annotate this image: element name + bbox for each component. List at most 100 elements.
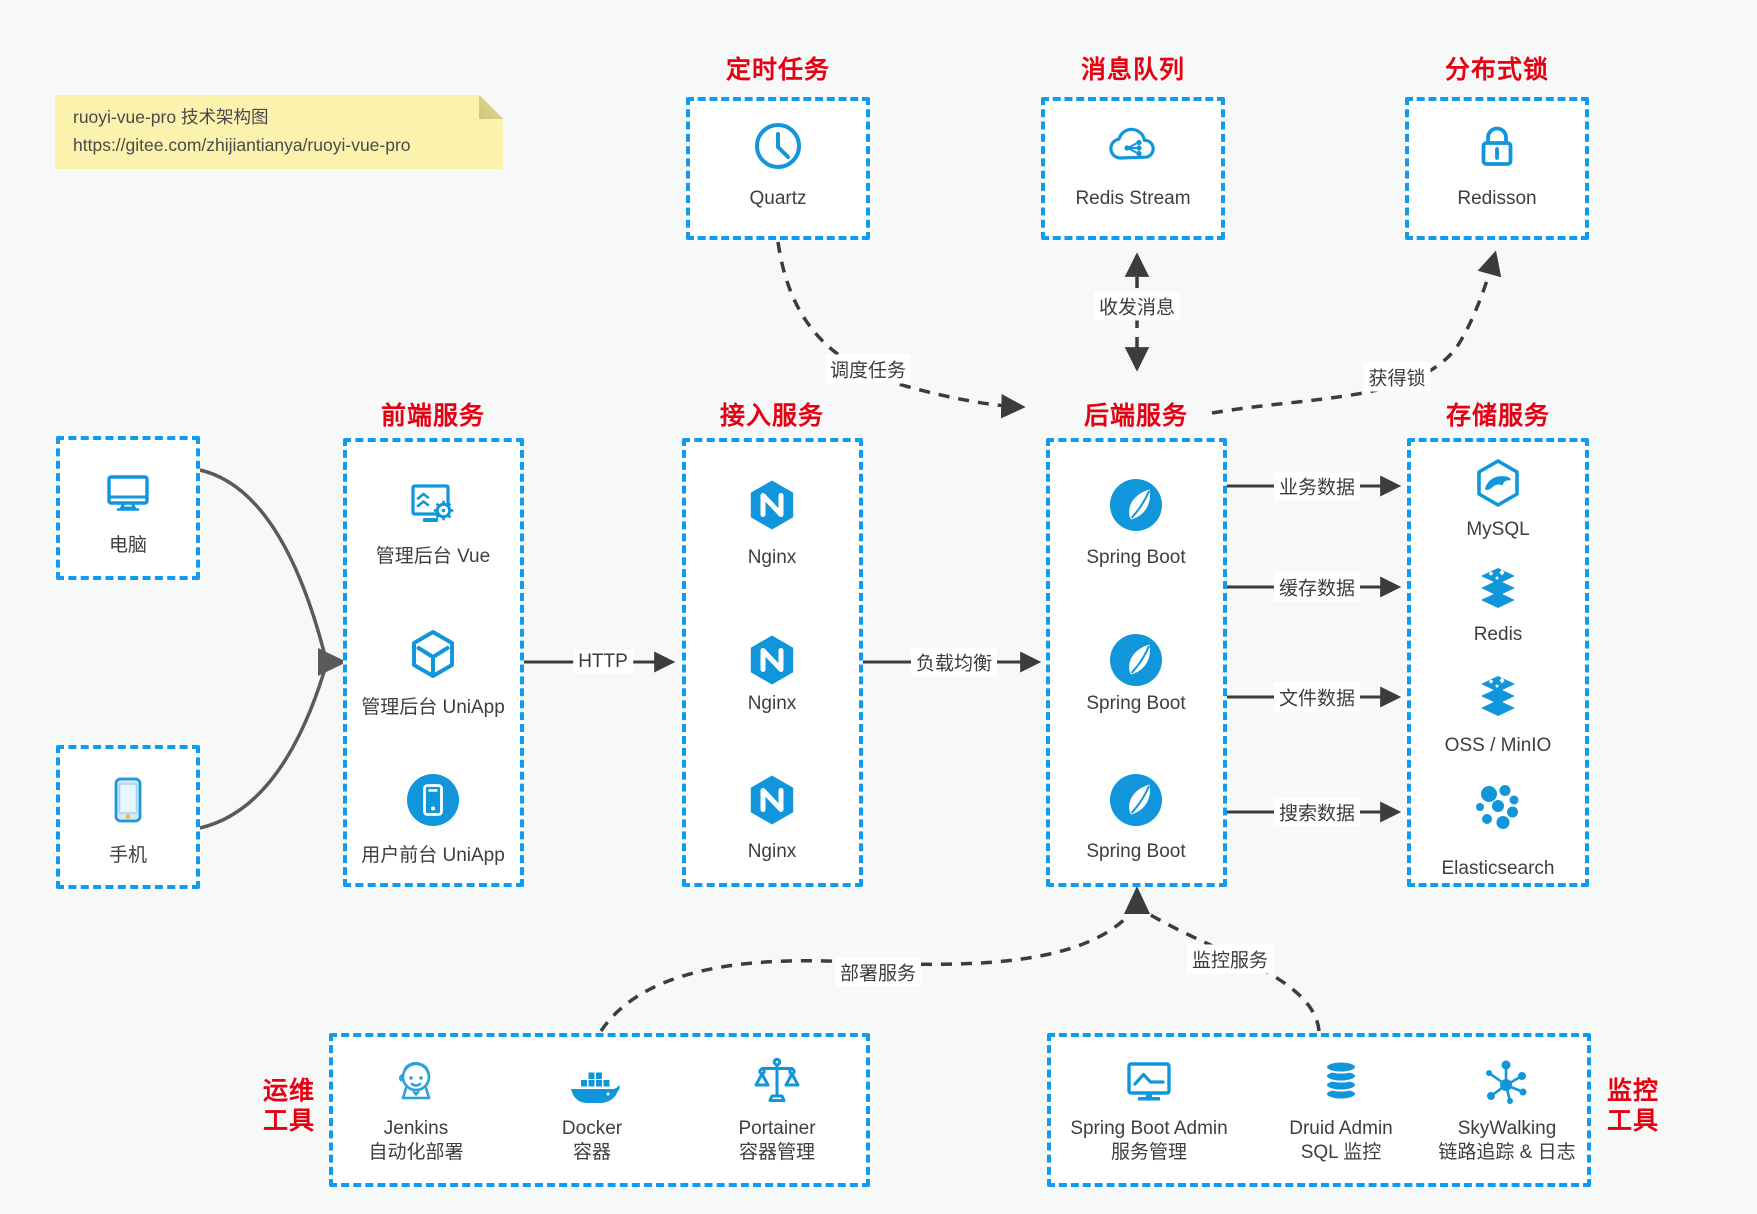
node-label: Portainer 容器管理 bbox=[738, 1118, 816, 1163]
section-title-mq: 消息队列 bbox=[1080, 56, 1186, 84]
edge-label-message: 收发消息 bbox=[1093, 291, 1181, 321]
node-quartz: Quartz bbox=[749, 118, 807, 209]
node-elasticsearch: Elasticsearch bbox=[1442, 779, 1555, 879]
group-box-monitor bbox=[1047, 1033, 1591, 1187]
node-label: Elasticsearch bbox=[1441, 858, 1555, 879]
group-box-storage bbox=[1407, 438, 1589, 887]
node-docker: Docker 容器 bbox=[562, 1054, 622, 1163]
nginx-icon bbox=[750, 480, 794, 530]
group-box-ops bbox=[329, 1033, 870, 1187]
node-label: Docker 容器 bbox=[561, 1118, 623, 1163]
redis-icon bbox=[1481, 568, 1515, 608]
node-nginx-2: Nginx bbox=[744, 632, 800, 714]
spring-boot-icon bbox=[1110, 634, 1162, 686]
node-nginx-3: Nginx bbox=[744, 772, 800, 862]
arrowhead-frontend bbox=[318, 648, 347, 676]
edge-label-search-data: 搜索数据 bbox=[1273, 797, 1361, 827]
mobile-app-icon bbox=[407, 774, 459, 826]
node-label: Spring Boot bbox=[1086, 547, 1186, 568]
node-oss-minio: OSS / MinIO bbox=[1445, 669, 1551, 756]
arrowhead-backend bbox=[1124, 886, 1150, 914]
node-portainer: Portainer 容器管理 bbox=[738, 1054, 816, 1163]
section-title-scheduled: 定时任务 bbox=[725, 56, 831, 84]
spring-boot-icon bbox=[1110, 479, 1162, 531]
node-label: Redisson bbox=[1457, 188, 1537, 209]
node-user-uniapp: 用户前台 UniApp bbox=[361, 772, 505, 866]
section-title-gateway: 接入服务 bbox=[719, 402, 825, 430]
node-pc: 电脑 bbox=[100, 464, 156, 556]
sticky-note: ruoyi-vue-pro 技术架构图 https://gitee.com/zh… bbox=[55, 95, 503, 169]
group-box-lock bbox=[1405, 97, 1589, 240]
edge-label-acquire-lock: 获得锁 bbox=[1363, 362, 1431, 392]
section-title-ops: 运维 工具 bbox=[262, 1077, 316, 1135]
database-icon bbox=[1325, 1060, 1357, 1101]
edge-label-deploy: 部署服务 bbox=[834, 957, 922, 987]
smartphone-icon bbox=[114, 777, 142, 823]
monitor-chart-icon bbox=[1127, 1062, 1171, 1101]
node-spring-boot-admin: Spring Boot Admin 服务管理 bbox=[1070, 1054, 1228, 1163]
node-label: 管理后台 UniApp bbox=[361, 697, 505, 718]
node-redis-stream: Redis Stream bbox=[1075, 118, 1191, 209]
node-label: 电脑 bbox=[108, 535, 148, 556]
node-label: Quartz bbox=[749, 188, 807, 209]
node-label: Nginx bbox=[747, 547, 797, 568]
edge-label-schedule: 调度任务 bbox=[824, 354, 912, 384]
note-fold-corner bbox=[479, 95, 503, 119]
node-admin-uniapp: 管理后台 UniApp bbox=[361, 627, 505, 718]
node-label: Nginx bbox=[747, 841, 797, 862]
node-skywalking: SkyWalking 链路追踪 & 日志 bbox=[1438, 1054, 1576, 1163]
node-label: 用户前台 UniApp bbox=[361, 845, 505, 866]
node-label: OSS / MinIO bbox=[1444, 735, 1552, 756]
node-spring-boot-1: Spring Boot bbox=[1086, 477, 1186, 568]
note-url: https://gitee.com/zhijiantianya/ruoyi-vu… bbox=[73, 135, 411, 155]
edge-label-file-data: 文件数据 bbox=[1273, 682, 1361, 712]
node-phone: 手机 bbox=[100, 772, 156, 866]
clock-icon bbox=[755, 123, 801, 169]
node-label: Redis Stream bbox=[1075, 188, 1191, 209]
node-admin-vue: 管理后台 Vue bbox=[376, 477, 490, 567]
node-redis: Redis bbox=[1470, 561, 1526, 645]
edge-label-http: HTTP bbox=[573, 650, 633, 674]
node-label: MySQL bbox=[1466, 519, 1530, 540]
section-title-lock: 分布式锁 bbox=[1444, 56, 1550, 84]
section-title-frontend: 前端服务 bbox=[380, 402, 486, 430]
group-box-mq bbox=[1041, 97, 1225, 240]
edge-label-cache-data: 缓存数据 bbox=[1273, 572, 1361, 602]
node-spring-boot-2: Spring Boot bbox=[1086, 632, 1186, 714]
node-label: Spring Boot bbox=[1086, 841, 1186, 862]
elasticsearch-icon bbox=[1476, 785, 1519, 829]
node-redisson: Redisson bbox=[1457, 118, 1537, 209]
topology-icon bbox=[1486, 1060, 1527, 1104]
docker-icon bbox=[571, 1072, 620, 1103]
edge-lock-curve bbox=[1211, 250, 1502, 415]
node-nginx-1: Nginx bbox=[744, 477, 800, 568]
edge-phone-to-frontend bbox=[199, 671, 326, 830]
edge-label-monitor: 监控服务 bbox=[1186, 944, 1274, 974]
node-druid-admin: Druid Admin SQL 监控 bbox=[1289, 1054, 1393, 1163]
node-label: Redis bbox=[1473, 624, 1523, 645]
edge-pc-to-frontend bbox=[199, 468, 326, 653]
cloud-stream-icon bbox=[1109, 127, 1155, 160]
edge-label-business-data: 业务数据 bbox=[1273, 471, 1361, 501]
node-label: Spring Boot Admin 服务管理 bbox=[1070, 1118, 1228, 1163]
desktop-icon bbox=[107, 475, 149, 511]
node-label: Druid Admin SQL 监控 bbox=[1289, 1118, 1393, 1163]
nginx-icon bbox=[750, 775, 794, 825]
jenkins-icon bbox=[399, 1061, 431, 1100]
cube-icon bbox=[412, 630, 454, 678]
lock-icon bbox=[1481, 126, 1513, 166]
section-title-monitor: 监控 工具 bbox=[1606, 1077, 1660, 1135]
node-label: Spring Boot bbox=[1086, 693, 1186, 714]
note-title: ruoyi-vue-pro 技术架构图 bbox=[73, 107, 269, 127]
node-label: Jenkins 自动化部署 bbox=[368, 1118, 464, 1163]
node-spring-boot-3: Spring Boot bbox=[1086, 772, 1186, 862]
node-jenkins: Jenkins 自动化部署 bbox=[368, 1054, 464, 1163]
admin-console-icon bbox=[411, 484, 454, 522]
spring-boot-icon bbox=[1110, 774, 1162, 826]
node-mysql: MySQL bbox=[1466, 456, 1530, 540]
node-label: 管理后台 Vue bbox=[375, 546, 491, 567]
storage-stack-icon bbox=[1481, 676, 1515, 716]
edge-label-load-balance: 负载均衡 bbox=[910, 647, 998, 677]
node-label: Nginx bbox=[747, 693, 797, 714]
mysql-icon bbox=[1477, 459, 1519, 507]
